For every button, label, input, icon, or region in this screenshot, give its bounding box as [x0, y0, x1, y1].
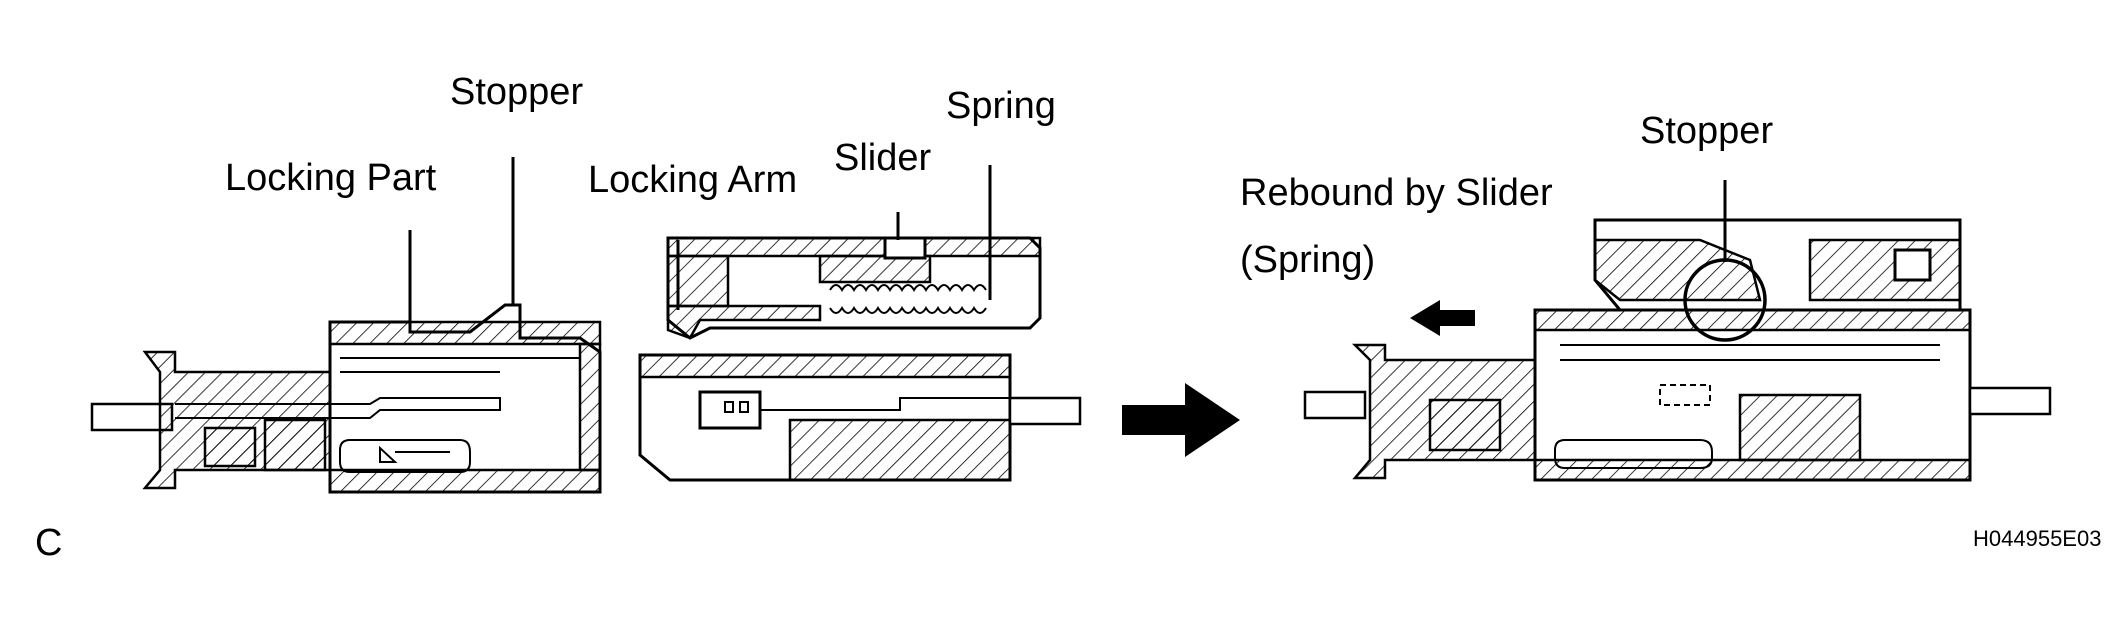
- label-spring: Spring: [946, 85, 1056, 127]
- spring-coils: [829, 284, 987, 314]
- direction-arrow: [1122, 383, 1240, 457]
- label-rebound-line2: (Spring): [1240, 239, 1375, 281]
- panel-letter: C: [35, 522, 62, 564]
- label-slider: Slider: [834, 137, 931, 179]
- label-stopper-left: Stopper: [450, 71, 583, 113]
- left-connector-housing: [90, 303, 602, 494]
- figure-code: H044955E03: [1973, 526, 2101, 551]
- rebound-arrow: [1410, 300, 1475, 336]
- label-locking-arm: Locking Arm: [588, 159, 797, 201]
- label-locking-part: Locking Part: [225, 157, 437, 199]
- right-connected-assembly: [1303, 218, 2052, 482]
- label-stopper-right: Stopper: [1640, 110, 1773, 152]
- label-rebound-line1: Rebound by Slider: [1240, 172, 1553, 214]
- middle-connector-housing: [638, 236, 1082, 482]
